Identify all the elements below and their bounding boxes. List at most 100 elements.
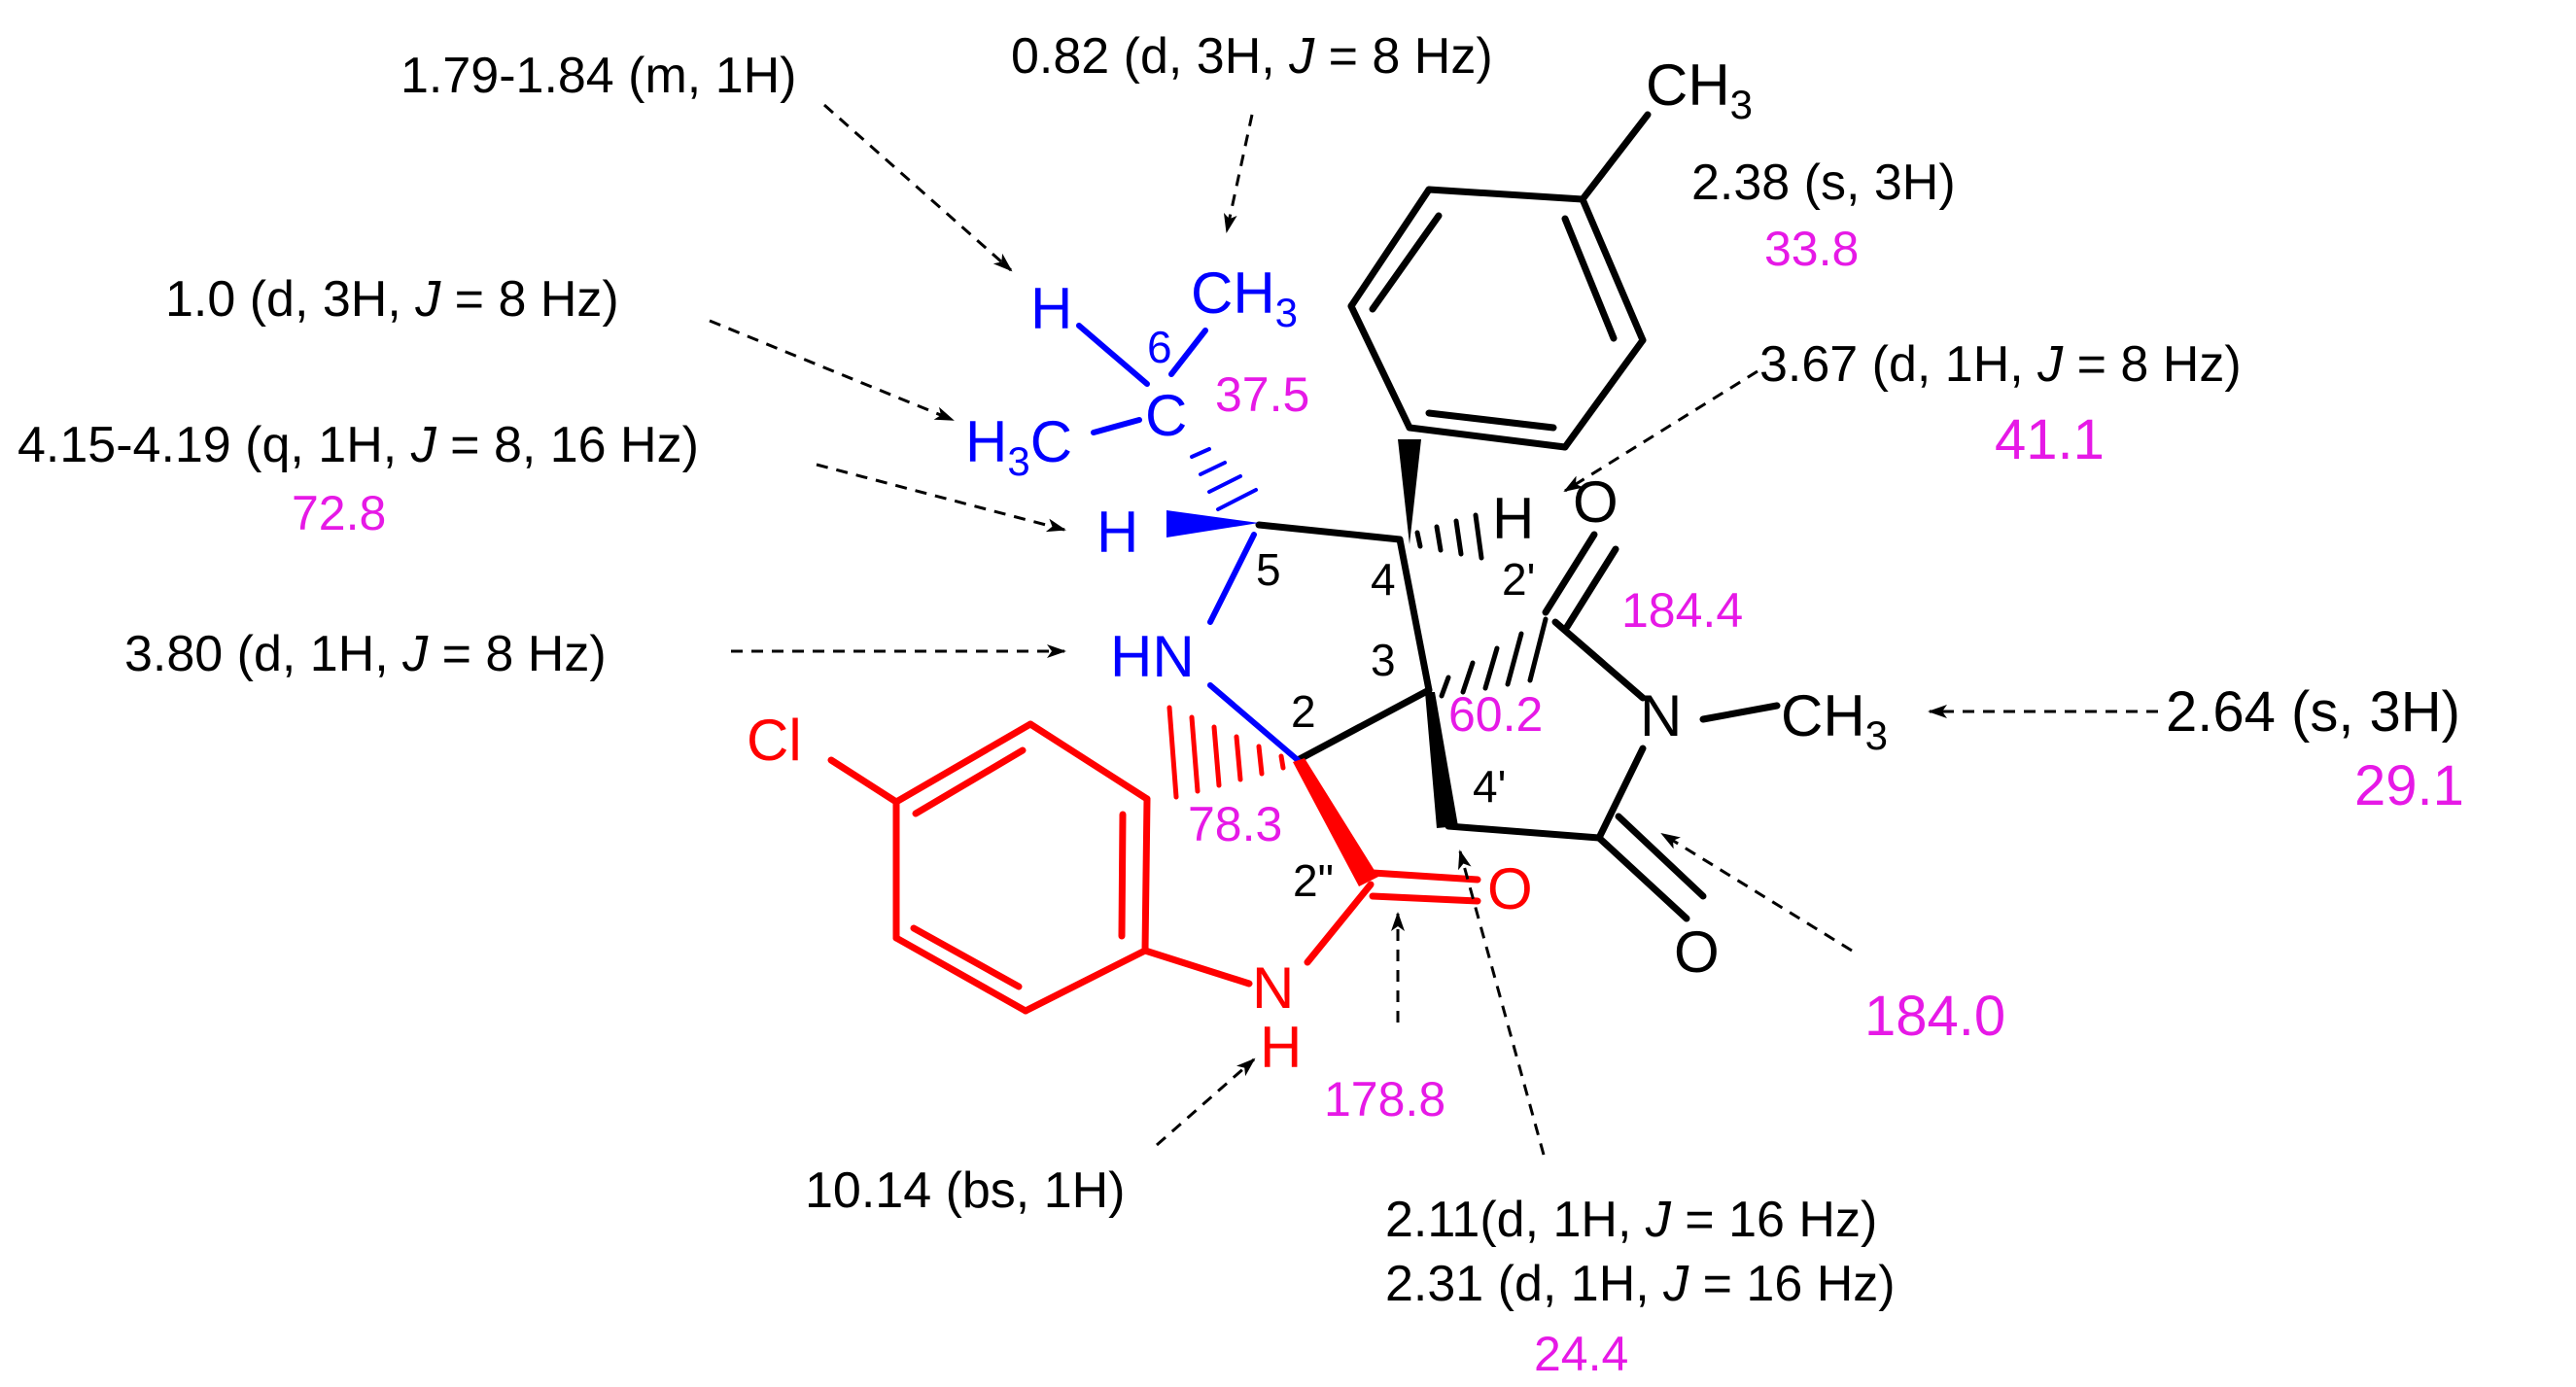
label-3.67: 3.67 (d, 1H, J = 8 Hz) xyxy=(1759,336,2242,393)
shift-184.0: 184.0 xyxy=(1864,985,2005,1048)
locant-5: 5 xyxy=(1256,544,1281,595)
label-2.38: 2.38 (s, 3H) xyxy=(1691,155,1956,211)
bond xyxy=(1076,323,1150,387)
arrow xyxy=(709,319,955,422)
bond-inner xyxy=(1425,409,1557,432)
bond-inner xyxy=(910,924,1023,990)
wedge-bond xyxy=(1398,439,1421,544)
h3c-isopropyl-label: H3C xyxy=(965,409,1072,484)
h-lactam-label: H xyxy=(1260,1015,1302,1080)
c-isopropyl-label: C xyxy=(1145,383,1187,448)
bond xyxy=(1551,618,1647,702)
bond xyxy=(1347,186,1433,310)
bond xyxy=(1027,720,1151,803)
label-2.31: 2.31 (d, 1H, J = 16 Hz) xyxy=(1385,1256,1896,1312)
bond xyxy=(1579,195,1647,344)
bond xyxy=(1347,302,1413,432)
hashed-bond xyxy=(1414,512,1484,561)
ch3-tolyl-label: CH3 xyxy=(1646,52,1753,127)
bond xyxy=(1563,545,1619,631)
assignment-arrows xyxy=(709,103,2158,1156)
h5-label: H xyxy=(1097,500,1138,565)
cl-label: Cl xyxy=(747,708,802,773)
bond xyxy=(1396,536,1433,694)
locant-6: 6 xyxy=(1147,322,1172,372)
bond-inner xyxy=(912,746,1027,817)
hashed-bond xyxy=(1190,447,1258,511)
shift-24.4: 24.4 xyxy=(1534,1327,1628,1381)
o-imide-lower-label: O xyxy=(1674,919,1720,985)
shift-37.5: 37.5 xyxy=(1215,367,1309,422)
bond xyxy=(1699,702,1781,723)
bond xyxy=(1615,813,1707,900)
bond xyxy=(892,720,1034,806)
bond xyxy=(1207,682,1301,763)
ch3-n-label: CH3 xyxy=(1781,683,1888,758)
locant-2prime: 2' xyxy=(1502,554,1535,605)
wedge-bond xyxy=(1166,510,1259,537)
locant-2doubleprime: 2" xyxy=(1293,855,1334,906)
h4-label: H xyxy=(1492,486,1534,551)
hn-label: HN xyxy=(1110,624,1195,689)
bond xyxy=(1425,186,1586,203)
arrow xyxy=(1156,1058,1256,1147)
shift-72.8: 72.8 xyxy=(292,486,386,540)
hashed-bond xyxy=(1166,705,1286,800)
arrow xyxy=(1223,114,1254,233)
black-bonds xyxy=(1255,111,1781,922)
locant-4: 4 xyxy=(1371,554,1396,605)
shift-60.2: 60.2 xyxy=(1448,687,1543,742)
arrow xyxy=(816,463,1066,533)
bond-inner xyxy=(1118,811,1127,940)
n-imide-label: N xyxy=(1640,683,1682,748)
shift-184.4: 184.4 xyxy=(1621,583,1743,638)
locants: 6 5 4 3 2 2' 4' 2" xyxy=(1147,322,1535,906)
shift-178.8: 178.8 xyxy=(1324,1072,1445,1127)
bond-inner xyxy=(1561,215,1618,342)
carbon-shifts: 33.8 37.5 41.1 72.8 184.4 60.2 29.1 78.3… xyxy=(292,222,2464,1381)
wedge-bond xyxy=(1425,692,1458,828)
label-10.14: 10.14 (bs, 1H) xyxy=(805,1162,1126,1219)
label-2.64: 2.64 (s, 3H) xyxy=(2166,680,2460,744)
arrow xyxy=(1458,850,1546,1156)
shift-41.1: 41.1 xyxy=(1995,408,2105,471)
bond xyxy=(1141,795,1151,954)
bond xyxy=(1561,336,1647,451)
bond xyxy=(1406,424,1569,451)
label-3.80: 3.80 (d, 1H, J = 8 Hz) xyxy=(124,626,607,682)
label-1.0: 1.0 (d, 3H, J = 8 Hz) xyxy=(165,271,619,328)
bond xyxy=(1595,745,1647,842)
bond xyxy=(1141,947,1253,988)
bond xyxy=(1369,892,1481,905)
bond xyxy=(1579,111,1652,203)
red-bonds xyxy=(827,705,1481,1015)
hashed-bond xyxy=(1439,616,1549,699)
bond xyxy=(1542,531,1598,616)
bond xyxy=(1022,947,1149,1015)
locant-3: 3 xyxy=(1371,635,1396,685)
bond xyxy=(892,934,1029,1015)
bond xyxy=(1091,417,1142,435)
bond-inner xyxy=(1369,212,1443,313)
ch3-isopropyl-label: CH3 xyxy=(1191,260,1298,335)
label-0.82: 0.82 (d, 3H, J = 8 Hz) xyxy=(1011,28,1493,85)
label-2.11: 2.11(d, 1H, J = 16 Hz) xyxy=(1385,1192,1877,1248)
bond xyxy=(1304,881,1375,966)
h-isopropyl-label: H xyxy=(1030,276,1072,341)
shift-78.3: 78.3 xyxy=(1188,797,1282,851)
bond xyxy=(1445,822,1603,842)
label-1.79: 1.79-1.84 (m, 1H) xyxy=(400,48,797,104)
bond xyxy=(1255,521,1404,543)
n-lactam-label: N xyxy=(1252,955,1294,1021)
locant-2: 2 xyxy=(1291,686,1316,737)
locant-4prime: 4' xyxy=(1473,761,1506,812)
bond xyxy=(1595,834,1690,922)
label-4.15: 4.15-4.19 (q, 1H, J = 8, 16 Hz) xyxy=(17,417,699,473)
shift-33.8: 33.8 xyxy=(1764,222,1859,276)
blue-bonds xyxy=(1076,323,1301,763)
o-2prime-label: O xyxy=(1573,469,1619,535)
bond xyxy=(1369,869,1481,884)
bond xyxy=(1294,686,1433,764)
proton-labels: 1.79-1.84 (m, 1H) 0.82 (d, 3H, J = 8 Hz)… xyxy=(17,28,2460,1312)
